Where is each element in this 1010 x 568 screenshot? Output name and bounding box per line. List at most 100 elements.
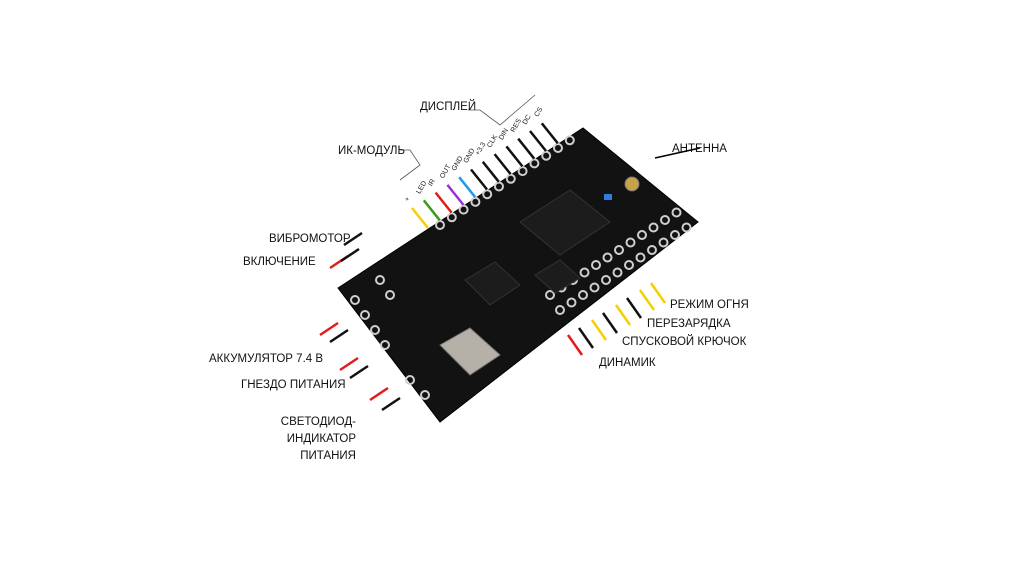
mcu-chip <box>519 189 611 256</box>
pin-pad <box>380 340 390 350</box>
pin-pad <box>529 158 540 169</box>
wire <box>339 356 359 372</box>
pin-pad <box>624 260 634 270</box>
pin-pad <box>564 135 575 146</box>
wire <box>614 304 632 326</box>
pin-label: GND <box>451 155 465 172</box>
wire <box>529 130 547 152</box>
pin-pad <box>517 166 528 177</box>
wire <box>566 334 584 356</box>
pin-label: IR <box>427 178 437 188</box>
label-power-led: СВЕТОДИОД-ИНДИКАТОР ПИТАНИЯ <box>280 416 356 462</box>
pin-pad <box>420 390 430 400</box>
pin-label: CLK <box>486 134 499 150</box>
pin-pad <box>446 212 457 223</box>
wire <box>625 297 643 319</box>
pin-label: DC <box>522 114 533 126</box>
pin-pad <box>553 143 563 153</box>
label-reload: ПЕРЕЗАРЯДКА <box>647 318 731 330</box>
pin-label: LED <box>415 180 428 195</box>
wire <box>481 161 500 183</box>
wire <box>369 386 389 402</box>
pin-pad <box>681 222 692 233</box>
small-chip <box>534 259 581 294</box>
wire <box>649 282 667 304</box>
label-vibromotor: ВИБРОМОТОР <box>269 233 351 245</box>
wire <box>422 199 441 222</box>
label-ir-module: ИК-МОДУЛЬ <box>338 145 406 157</box>
pin-pad <box>591 260 601 270</box>
label-antenna: АНТЕННА <box>672 143 727 155</box>
pin-pad <box>635 252 646 263</box>
pin-pad <box>360 310 370 320</box>
wire <box>601 312 619 334</box>
label-display: ДИСПЛЕЙ <box>420 101 477 113</box>
pin-pad <box>541 150 552 161</box>
pin-pad <box>578 290 588 300</box>
wire <box>434 191 453 214</box>
wire <box>470 168 488 191</box>
wire <box>540 122 559 145</box>
pin-pad <box>648 222 659 233</box>
label-speaker: ДИНАМИК <box>599 357 656 369</box>
pin-pad <box>671 207 682 218</box>
pin-label: + <box>404 196 412 203</box>
pin-pad <box>589 282 600 293</box>
label-fire-mode: РЕЖИМ ОГНЯ <box>670 299 749 311</box>
pin-pad <box>370 325 380 335</box>
wire <box>381 396 401 412</box>
pin-pad <box>375 275 385 285</box>
leader-lines <box>399 94 701 181</box>
label-power-switch: ВКЛЮЧЕНИЕ <box>243 256 316 268</box>
wire <box>493 153 512 175</box>
pin-pad <box>637 230 647 240</box>
pin-pad <box>470 196 481 207</box>
wire <box>411 207 429 229</box>
pin-pad <box>658 237 669 248</box>
wire <box>517 137 536 160</box>
pin-pad <box>579 267 590 278</box>
pin-pad <box>625 237 636 248</box>
label-power-jack: ГНЕЗДО ПИТАНИЯ <box>241 379 346 391</box>
pin-label: DIN <box>498 127 510 141</box>
pin-pad <box>545 290 555 300</box>
wire <box>590 319 608 341</box>
pin-label: CS <box>533 106 544 118</box>
pin-label: OUT <box>439 163 453 180</box>
pin-pad <box>614 245 624 255</box>
pin-label: +3.3 <box>474 141 487 157</box>
pin-pad <box>458 204 469 215</box>
wire <box>319 321 339 337</box>
pin-pad <box>602 252 613 263</box>
pin-pad <box>405 375 415 385</box>
pin-pad <box>566 297 577 308</box>
pin-pad <box>482 189 493 200</box>
pin-pad <box>494 181 504 192</box>
wire <box>505 145 524 168</box>
pin-pad <box>385 290 395 300</box>
pin-pad <box>350 295 360 305</box>
wires <box>319 122 667 412</box>
wire <box>349 364 369 380</box>
label-battery: АККУМУЛЯТОР 7.4 В <box>209 353 324 365</box>
blue-component <box>604 194 612 200</box>
wire <box>446 184 465 206</box>
wire <box>577 327 595 349</box>
wire <box>458 176 477 198</box>
pin-pad <box>435 220 445 230</box>
regulator-chip <box>464 261 521 306</box>
pin-pad <box>647 245 657 255</box>
pin-label: GND <box>463 148 477 165</box>
pin-label: RES <box>510 117 523 133</box>
pin-pad <box>670 230 680 240</box>
pin-pad <box>612 267 623 278</box>
pin-pad <box>505 173 516 184</box>
pin-pad <box>601 275 611 285</box>
pin-pad <box>555 305 565 315</box>
wire <box>343 231 363 247</box>
label-trigger: СПУСКОВОЙ КРЮЧОК <box>622 336 747 348</box>
wire <box>340 247 360 263</box>
antenna-connector <box>624 176 640 192</box>
